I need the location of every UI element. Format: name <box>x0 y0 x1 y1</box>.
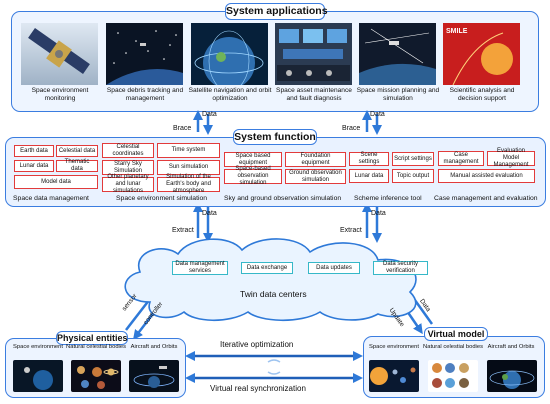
label-data-left: Data <box>202 111 217 118</box>
physical-caption-3: Aircraft and Orbits <box>130 344 178 350</box>
cloud-box-data-updates: Data updates <box>308 262 360 274</box>
app-caption-5: Space mission planning and simulation <box>356 87 440 102</box>
label-extract-right: Extract <box>340 227 362 234</box>
box-lunar-data-2: Lunar data <box>349 169 389 183</box>
box-model-data: Model data <box>14 175 98 189</box>
virtual-caption-3: Aircraft and Orbits <box>487 344 535 350</box>
box-case-management: Case management <box>438 151 484 166</box>
app-image-space-asset-maintenance <box>275 23 352 85</box>
box-celestial-data: Celestial data <box>56 145 98 157</box>
cloud-box-data-management: Data management services <box>172 261 228 275</box>
cloud-shape <box>124 238 417 322</box>
function-title: System function <box>233 129 317 145</box>
virtual-image-space-environment <box>369 360 419 392</box>
label-space-data-management: Space data management <box>13 195 89 202</box>
box-topic-output: Topic output <box>392 169 434 183</box>
app-image-space-debris <box>106 23 183 85</box>
label-virtual-real-sync: Virtual real synchronization <box>210 384 306 393</box>
box-ground-observation: Ground observation simulation <box>285 169 346 184</box>
app-image-scientific-analysis: SMILE <box>443 23 520 85</box>
app-caption-1: Space environment monitoring <box>31 87 89 102</box>
physical-image-celestial-bodies <box>71 360 121 392</box>
box-space-based-equipment: Space based equipment <box>224 152 282 167</box>
physical-caption-2: Natural celestial bodies <box>66 344 126 350</box>
virtual-title: Virtual model <box>424 327 488 341</box>
label-data-mid-right: Data <box>371 210 386 217</box>
label-space-environment-simulation: Space environment simulation <box>116 195 208 202</box>
physical-title: Physical entities <box>56 331 128 345</box>
box-lunar-data: Lunar data <box>14 160 54 172</box>
box-space-based-observation: Space-based observation simulation <box>224 166 282 186</box>
app-caption-6: Scientific analysis and decision support <box>449 87 515 102</box>
physical-image-space-environment <box>13 360 63 392</box>
box-celestial-coordinates: Celestial coordinates <box>102 143 154 158</box>
app-image-satellite-navigation <box>191 23 268 85</box>
box-sun-simulation: Sun simulation <box>157 160 220 175</box>
app-caption-2: Space debris tracking and management <box>106 87 184 102</box>
physical-image-aircraft-orbits <box>129 360 179 392</box>
label-extract-left: Extract <box>172 227 194 234</box>
virtual-image-aircraft-orbits <box>487 360 537 392</box>
cloud-title: Twin data centers <box>240 289 307 299</box>
box-earth-body-atmosphere: Simulation of the Earth's body and atmos… <box>157 174 220 194</box>
applications-title: System applications <box>225 3 328 20</box>
physical-caption-1: Space environment <box>13 344 63 350</box>
box-earth-data: Earth data <box>14 145 54 157</box>
label-sky-ground-observation: Sky and ground observation simulation <box>224 195 342 202</box>
label-iterative-optimization: Iterative optimization <box>220 340 294 349</box>
cloud-box-data-security: Data security verification <box>373 261 428 275</box>
sync-loop-icon <box>267 359 281 375</box>
label-brace-right: Brace <box>342 125 361 132</box>
app-image-space-environment <box>21 23 98 85</box>
virtual-image-celestial-bodies <box>428 360 478 392</box>
label-case-management-evaluation: Case management and evaluation <box>434 195 538 202</box>
box-foundation-equipment: Foundation equipment <box>285 152 346 167</box>
box-script-settings: Script settings <box>392 152 434 166</box>
box-evaluation-model: Evaluation Model Management <box>487 148 535 168</box>
virtual-caption-2: Natural celestial bodies <box>423 344 483 350</box>
box-thematic-data: Thematic data <box>56 159 98 172</box>
app-image-mission-planning <box>359 23 436 85</box>
label-brace-left: Brace <box>173 125 192 132</box>
smile-logo-text: SMILE <box>446 28 468 35</box>
box-other-planetary: Other planetary and lunar simulations <box>102 174 154 194</box>
virtual-caption-1: Space environment <box>369 344 419 350</box>
app-caption-4: Space asset maintenance and fault diagno… <box>276 87 352 102</box>
box-scene-settings: Scene settings <box>349 152 389 166</box>
label-scheme-inference-tool: Scheme inference tool <box>354 195 422 202</box>
box-starry-sky: Starry Sky Simulation <box>102 160 154 175</box>
app-caption-3: Satellite navigation and orbit optimizat… <box>188 87 272 102</box>
label-data-right: Data <box>370 111 385 118</box>
label-data-mid-left: Data <box>202 210 217 217</box>
cloud-box-data-exchange: Data exchange <box>241 262 293 274</box>
box-manual-evaluation: Manual assisted evaluation <box>438 169 535 183</box>
box-time-system: Time system <box>157 143 220 158</box>
